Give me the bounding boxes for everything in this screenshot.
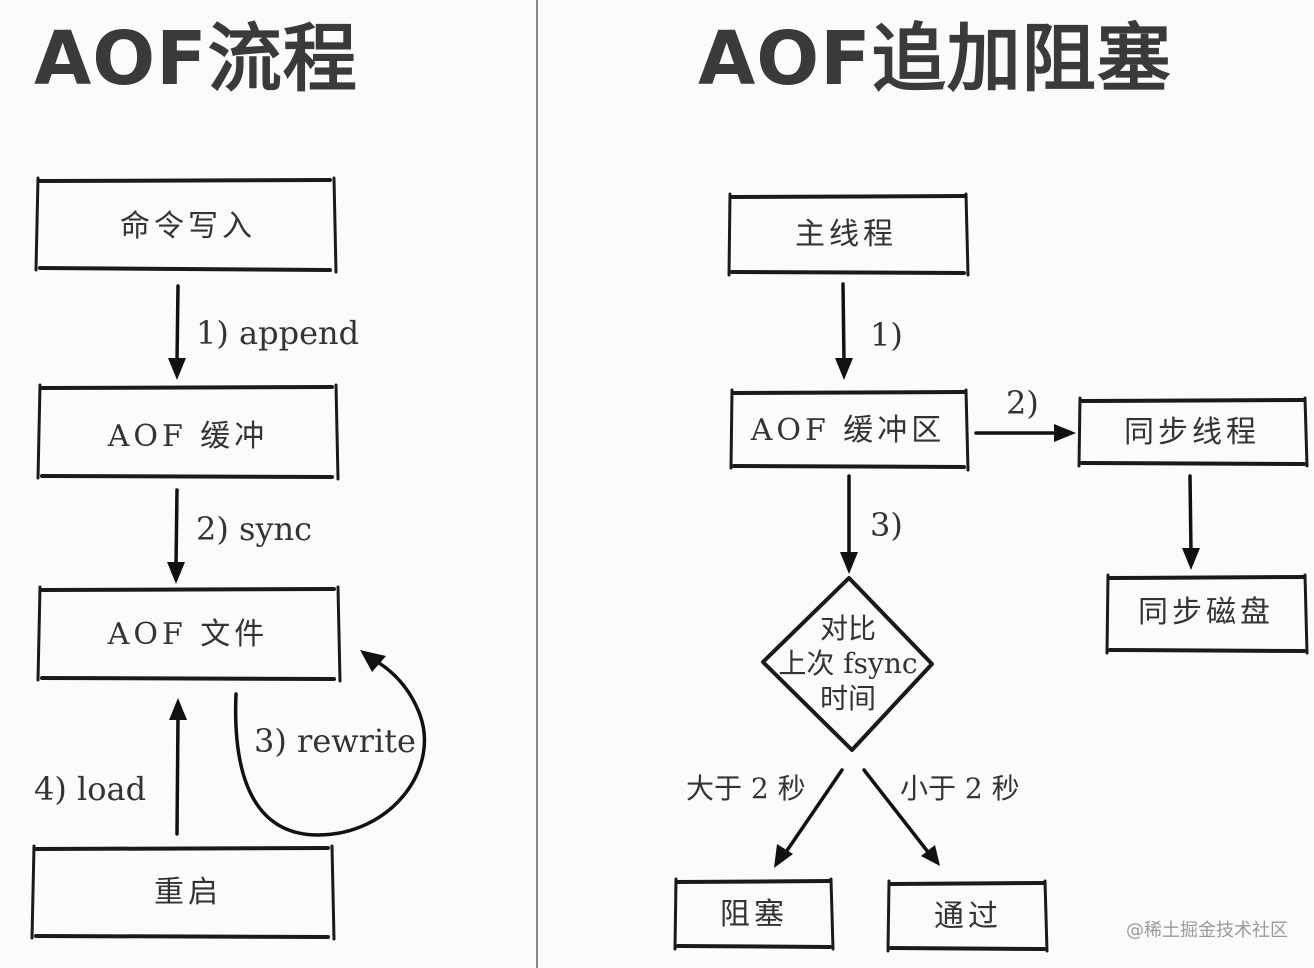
- node-main-thread-label: 主线程: [795, 217, 897, 252]
- edge-less-label: 小于 2 秒: [900, 772, 1020, 805]
- edge-greater-than-2s: 大于 2 秒: [686, 768, 844, 868]
- node-pass: 通过: [886, 879, 1049, 953]
- node-aof-buffer-area-label: AOF 缓冲区: [750, 413, 946, 448]
- node-fsync-decision: 对比 上次 fsync 时间: [761, 576, 934, 752]
- node-sync-thread-label: 同步线程: [1124, 415, 1260, 450]
- edge-append: 1) append: [168, 284, 359, 380]
- edge-step2-label: 2): [1006, 384, 1039, 422]
- edge-step3-label: 3): [870, 506, 903, 544]
- node-sync-disk-label: 同步磁盘: [1138, 595, 1274, 630]
- left-diagram-title: AOF流程: [34, 16, 358, 102]
- edge-rewrite: 3) rewrite: [233, 650, 427, 837]
- node-block: 阻塞: [673, 877, 835, 951]
- edge-greater-label: 大于 2 秒: [686, 772, 806, 805]
- edge-sync: 2) sync: [167, 488, 312, 584]
- node-aof-buffer-area: AOF 缓冲区: [729, 388, 970, 472]
- node-sync-disk: 同步磁盘: [1105, 573, 1309, 655]
- edge-sync-label: 2) sync: [196, 510, 312, 548]
- node-restart-label: 重启: [154, 875, 222, 910]
- edge-load-label: 4) load: [34, 770, 146, 808]
- node-aof-buffer: AOF 缓冲: [36, 383, 340, 481]
- node-aof-file-label: AOF 文件: [107, 617, 269, 652]
- watermark: @稀土掘金技术社区: [1126, 920, 1288, 941]
- edge-sync-thread-to-disk: [1182, 474, 1200, 570]
- edge-step3: 3): [840, 474, 903, 574]
- edge-step1: 1): [835, 282, 903, 380]
- node-block-label: 阻塞: [720, 897, 788, 932]
- node-command-write-label: 命令写入: [120, 209, 256, 244]
- node-command-write: 命令写入: [34, 176, 338, 274]
- node-aof-buffer-label: AOF 缓冲: [107, 419, 269, 454]
- node-main-thread: 主线程: [727, 192, 970, 277]
- edge-less-than-2s: 小于 2 秒: [862, 768, 1020, 866]
- node-sync-thread: 同步线程: [1077, 396, 1309, 468]
- panel-divider: [536, 0, 538, 968]
- decision-line-3: 时间: [820, 682, 876, 715]
- edge-append-label: 1) append: [196, 314, 359, 352]
- node-pass-label: 通过: [934, 899, 1002, 934]
- decision-line-1: 对比: [820, 612, 876, 645]
- right-diagram-title: AOF追加阻塞: [698, 16, 1172, 102]
- edge-step1-label: 1): [870, 316, 903, 354]
- decision-line-2: 上次 fsync: [778, 647, 917, 680]
- edge-load: 4) load: [34, 698, 187, 836]
- edge-step2: 2): [974, 384, 1076, 442]
- edge-rewrite-label: 3) rewrite: [254, 722, 416, 760]
- node-restart: 重启: [30, 844, 336, 941]
- node-aof-file: AOF 文件: [36, 585, 342, 683]
